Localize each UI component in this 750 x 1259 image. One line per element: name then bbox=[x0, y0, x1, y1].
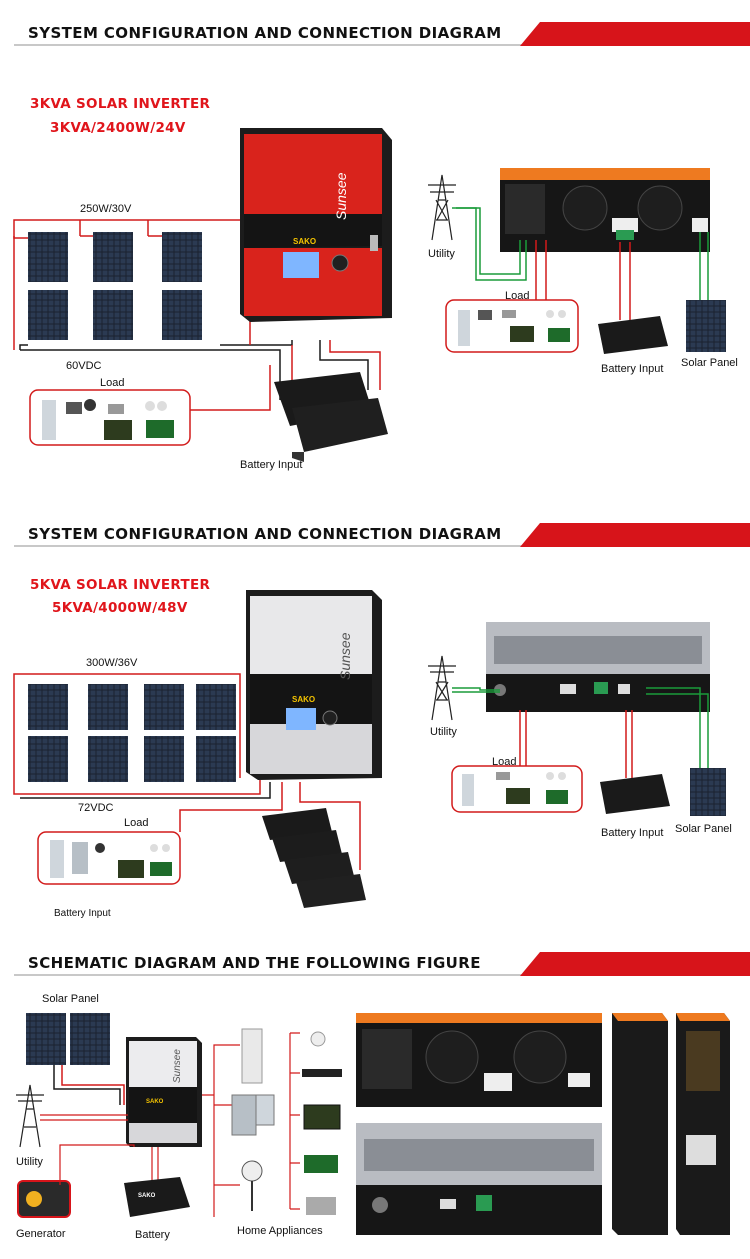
section-2-header-red-bar bbox=[520, 523, 750, 547]
section-1-string-voltage: 60VDC bbox=[66, 360, 102, 372]
svg-text:SAKO: SAKO bbox=[292, 695, 315, 704]
section-1-title: SYSTEM CONFIGURATION AND CONNECTION DIAG… bbox=[28, 24, 502, 42]
section-2-utility-tower bbox=[428, 655, 456, 721]
svg-text:SAKO: SAKO bbox=[146, 1099, 164, 1105]
section-1-header-red-bar bbox=[520, 22, 750, 46]
section-3-back-panel-3kva bbox=[356, 1013, 602, 1107]
section-1-battery-input-label-right: Battery Input bbox=[601, 363, 664, 375]
section-1-inverter-title: 3KVA SOLAR INVERTER bbox=[30, 96, 211, 112]
section-3-title: SCHEMATIC DIAGRAM AND THE FOLLOWING FIGU… bbox=[28, 954, 481, 972]
section-3-side-views bbox=[612, 1013, 730, 1235]
svg-text:Sunsee: Sunsee bbox=[172, 1049, 183, 1083]
section-2-solar-array bbox=[28, 684, 236, 782]
section-1-load-label: Load bbox=[100, 377, 125, 389]
section-2-battery-input-label-right: Battery Input bbox=[601, 827, 664, 839]
section-3-inverter: Sunsee SAKO bbox=[126, 1037, 202, 1147]
section-3-utility-label: Utility bbox=[16, 1156, 43, 1168]
section-1-header-line bbox=[14, 44, 534, 46]
section-1-diagram: Sunsee SAKO bbox=[13, 128, 726, 462]
svg-text:Sunsee: Sunsee bbox=[337, 632, 353, 680]
section-2-inverter-spec: 5KVA/4000W/48V bbox=[52, 600, 188, 616]
section-1-panel-rating: 250W/30V bbox=[80, 203, 132, 215]
section-2-inverter: Sunsee SAKO bbox=[246, 590, 382, 780]
section-3-header-line bbox=[14, 974, 534, 976]
section-1-solar-array bbox=[28, 232, 202, 340]
section-1-battery-input-label: Battery Input bbox=[240, 459, 303, 471]
section-3-diagram: Sunsee SAKO SAKO bbox=[16, 1013, 730, 1235]
section-1-utility-label: Utility bbox=[428, 248, 455, 260]
section-3-solar-panel-label: Solar Panel bbox=[42, 993, 99, 1005]
section-2-inverter-back-panel bbox=[486, 622, 710, 712]
section-3-battery-label: Battery bbox=[135, 1229, 170, 1241]
section-2-load-label: Load bbox=[124, 817, 149, 829]
section-2-diagram: Sunsee SAKO bbox=[13, 590, 726, 908]
section-3-battery: SAKO bbox=[124, 1177, 190, 1217]
section-3-back-panel-5kva bbox=[356, 1123, 602, 1235]
section-2-inverter-title: 5KVA SOLAR INVERTER bbox=[30, 577, 211, 593]
section-2-batteries bbox=[262, 808, 366, 908]
svg-text:SAKO: SAKO bbox=[138, 1193, 156, 1199]
section-2-solar-panel-label: Solar Panel bbox=[675, 823, 732, 835]
section-3-home-appliances-label: Home Appliances bbox=[237, 1225, 323, 1237]
section-2-title: SYSTEM CONFIGURATION AND CONNECTION DIAG… bbox=[28, 525, 502, 543]
section-1-inverter-spec: 3KVA/2400W/24V bbox=[50, 120, 186, 136]
section-1-utility-tower bbox=[428, 174, 456, 241]
section-3-generator-label: Generator bbox=[16, 1228, 66, 1240]
section-1-load-label-right: Load bbox=[505, 290, 530, 302]
section-3-header-red-bar bbox=[520, 952, 750, 976]
section-1-inverter: Sunsee SAKO bbox=[240, 128, 392, 322]
section-1-solar-panel-label: Solar Panel bbox=[681, 357, 738, 369]
section-2-utility-label: Utility bbox=[430, 726, 457, 738]
section-2-string-voltage: 72VDC bbox=[78, 802, 114, 814]
section-2-load-label-right: Load bbox=[492, 756, 517, 768]
section-2-panel-rating: 300W/36V bbox=[86, 657, 138, 669]
svg-text:Sunsee: Sunsee bbox=[333, 172, 349, 220]
section-2-header-line bbox=[14, 545, 534, 547]
section-3-utility-tower bbox=[16, 1084, 44, 1148]
section-1-batteries bbox=[274, 372, 388, 462]
section-2-battery-input-label: Battery Input bbox=[54, 908, 111, 919]
section-1-inverter-back-panel bbox=[500, 168, 710, 252]
svg-text:SAKO: SAKO bbox=[293, 237, 316, 246]
